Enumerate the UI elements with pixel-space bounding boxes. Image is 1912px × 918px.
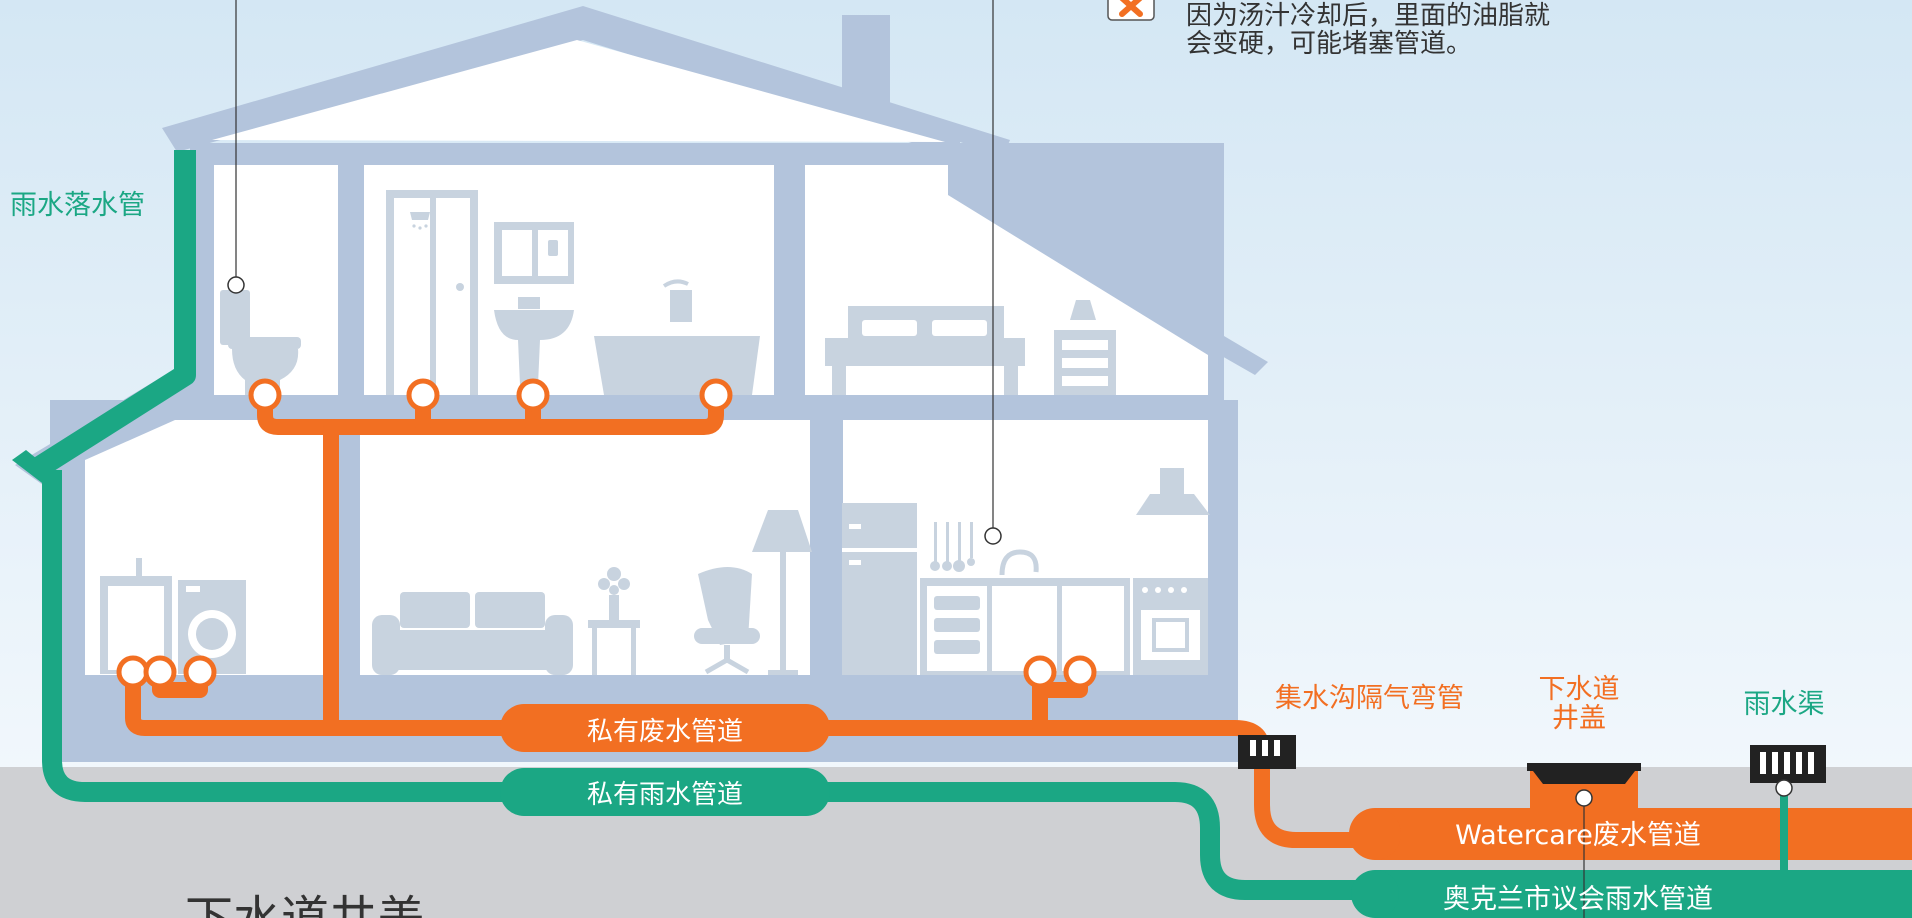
private-stormwater-label: 私有雨水管道 xyxy=(587,780,743,810)
sofa xyxy=(372,592,573,675)
gully-trap-grate xyxy=(1238,735,1296,769)
utensils xyxy=(930,522,975,572)
armchair xyxy=(694,567,760,675)
manhole-label-line2: 井盖 xyxy=(1552,703,1606,734)
kitchen-counter xyxy=(920,549,1130,675)
watercare-wastewater-main xyxy=(1375,808,1912,860)
side-table xyxy=(588,567,640,675)
private-stormwater-pill xyxy=(500,768,830,816)
oven xyxy=(1133,578,1208,675)
shower-fixture xyxy=(386,190,478,395)
washbasin xyxy=(494,297,574,395)
note-text-line1: 因为汤汁冷却后，里面的油脂就 xyxy=(1186,1,1550,31)
pointer-lines xyxy=(235,0,1585,918)
furniture xyxy=(100,190,1210,675)
manhole-cover xyxy=(1527,763,1641,784)
council-stormwater-main xyxy=(1375,870,1912,918)
watercare-main-cap xyxy=(1349,808,1401,860)
stormwater-drain-grate xyxy=(1750,745,1826,783)
council-stormwater-label: 奥克兰市议会雨水管道 xyxy=(1443,884,1713,915)
stormwater-drain-riser xyxy=(1780,782,1788,918)
bedside-table xyxy=(1054,300,1116,395)
note-text-line2: 会变硬，可能堵塞管道。 xyxy=(1186,29,1472,59)
manhole-label-line1: 下水道 xyxy=(1539,674,1620,705)
fixture-outlets xyxy=(116,378,1097,689)
private-wastewater-label: 私有废水管道 xyxy=(587,717,743,747)
fridge xyxy=(842,503,917,675)
floor-lamp xyxy=(752,510,812,675)
mirror-cabinet xyxy=(494,222,574,284)
pointer-dots xyxy=(227,276,1793,807)
watercare-wastewater-label: Watercare废水管道 xyxy=(1455,820,1701,851)
washing-machine xyxy=(178,580,246,674)
downpipe-label: 雨水落水管 xyxy=(10,190,145,221)
range-hood xyxy=(1136,468,1210,515)
bed xyxy=(825,306,1025,395)
private-stormwater-pipe xyxy=(42,470,1912,900)
attic xyxy=(212,40,945,142)
warning-x-icon xyxy=(1107,0,1155,21)
council-main-cap xyxy=(1351,870,1399,918)
gully-trap-label: 集水沟隔气弯管 xyxy=(1275,683,1464,714)
private-wastewater-pill xyxy=(500,704,830,752)
toilet-fixture xyxy=(220,290,301,395)
stormwater-drain-label: 雨水渠 xyxy=(1744,689,1825,720)
